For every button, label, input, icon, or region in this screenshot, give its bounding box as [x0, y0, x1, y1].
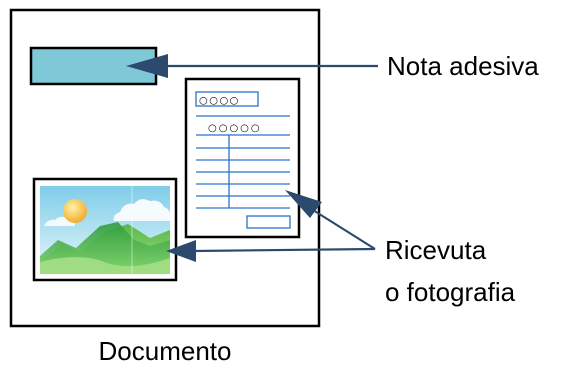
label-receipt-or-photo-line2: o fotografia [385, 277, 516, 307]
receipt-field-large: ○○○○○ [208, 123, 262, 134]
photograph [32, 177, 178, 282]
arrowhead [285, 190, 322, 218]
leader-line [193, 247, 376, 253]
photo-sun [63, 199, 87, 223]
photo-cloud [113, 199, 170, 221]
receipt: ○○○○ ○○○○○ [184, 77, 301, 239]
leader-receipt [285, 190, 376, 250]
leader-photo [166, 240, 376, 262]
arrowhead [166, 240, 196, 262]
label-receipt-or-photo-line1: Ricevuta [385, 235, 487, 265]
receipt-header-box [195, 91, 259, 107]
photo-valley [40, 257, 170, 274]
arrowhead [126, 54, 168, 78]
leader-line [304, 204, 376, 250]
leader-sticky-note [126, 54, 378, 78]
receipt-field-small: ○○○○ [199, 96, 240, 107]
label-sticky-note: Nota adesiva [387, 51, 539, 81]
label-document: Documento [99, 336, 232, 366]
receipt-total-box [246, 215, 291, 229]
